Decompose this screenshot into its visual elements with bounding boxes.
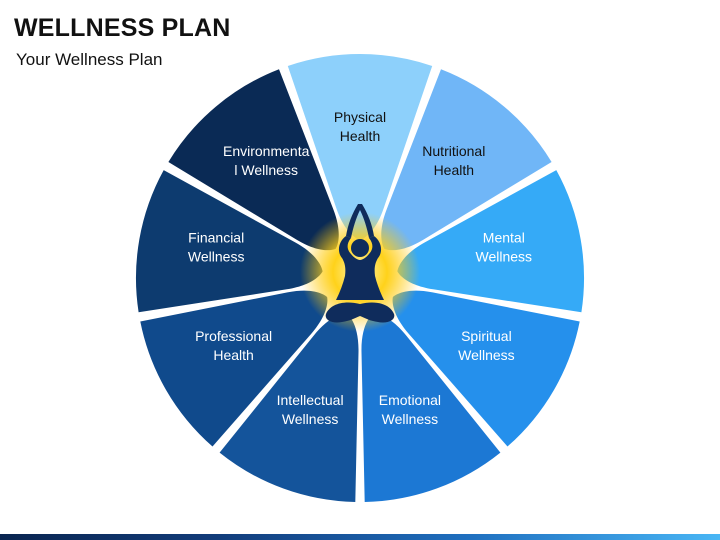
segment-label-line: Environmenta <box>223 143 310 159</box>
center-emblem <box>300 204 420 332</box>
wheel-segment <box>140 290 328 447</box>
segment-label-line: Spiritual <box>461 328 512 344</box>
segment-label-line: Emotional <box>379 392 441 408</box>
segment-label-line: Financial <box>188 230 244 246</box>
segment-label-line: Nutritional <box>422 143 485 159</box>
segment-label-line: Wellness <box>476 249 533 265</box>
wheel-segment <box>361 313 501 502</box>
segment-label-line: Professional <box>195 328 272 344</box>
segment-label-line: Wellness <box>458 347 515 363</box>
wheel-segment <box>168 69 339 251</box>
page-title: WELLNESS PLAN <box>14 14 231 42</box>
segment-label-line: Mental <box>483 230 525 246</box>
bottom-accent-bar <box>0 534 720 540</box>
segment-label-line: Wellness <box>188 249 245 265</box>
segment-label-line: Health <box>434 162 474 178</box>
segment-label-line: Intellectual <box>277 392 344 408</box>
wheel-segment <box>392 290 580 447</box>
segment-label-line: l Wellness <box>234 162 298 178</box>
wheel-segment <box>397 170 585 313</box>
wheel-segment <box>219 313 359 502</box>
wheel-segment <box>135 170 323 313</box>
yoga-meditation-icon <box>325 204 395 323</box>
segment-label: Environmenta l Wellness <box>223 143 310 178</box>
segment-label-line: Health <box>340 128 380 144</box>
page-subtitle: Your Wellness Plan <box>16 50 163 69</box>
segment-label-line: Health <box>213 347 253 363</box>
segment-label-line: Wellness <box>282 411 339 427</box>
segment-label-line: Physical <box>334 109 386 125</box>
wheel-segment <box>287 54 433 241</box>
segment-label-line: Wellness <box>382 411 439 427</box>
wheel-segment <box>381 69 552 251</box>
